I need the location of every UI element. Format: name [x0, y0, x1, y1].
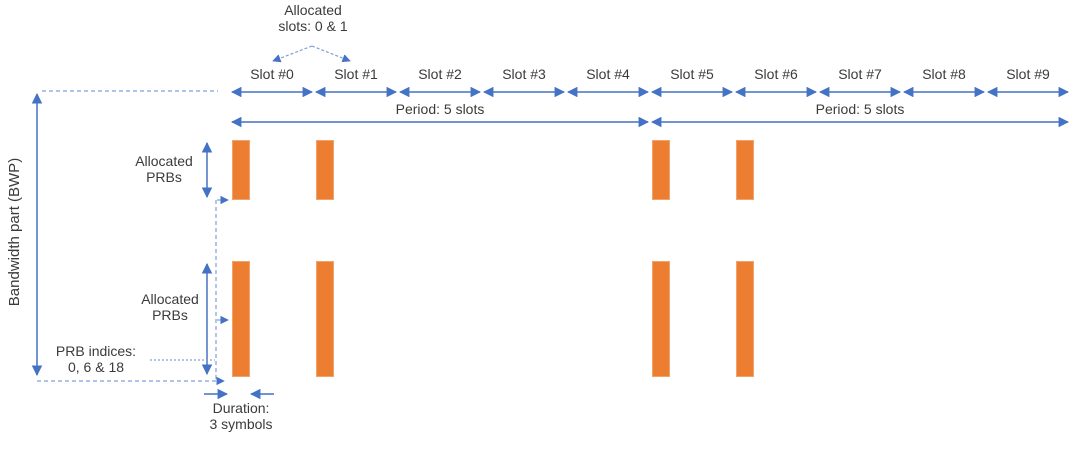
allocated-slot1-pointer — [311, 45, 351, 63]
prb-indices-label: PRB indices: 0, 6 & 18 — [55, 343, 137, 375]
bwp-axis-label: Bandwidth part (BWP) — [6, 157, 23, 307]
period-label-1: Period: 5 slots — [395, 101, 485, 117]
prb-bar-slot5-lower — [652, 261, 670, 377]
slot-label-9: Slot #9 — [1006, 66, 1050, 82]
prb-bar-slot6-upper — [736, 140, 754, 200]
slot-label-6: Slot #6 — [754, 66, 798, 82]
allocated-prbs-label-top: Allocated PRBs — [135, 153, 193, 185]
prb-bar-slot1-lower — [316, 261, 334, 377]
allocated-slot0-pointer — [272, 45, 313, 63]
slot-axis-arrows — [31, 86, 1070, 400]
allocated-prbs-label-bottom: Allocated PRBs — [141, 291, 199, 323]
slot-label-5: Slot #5 — [670, 66, 714, 82]
slot-label-8: Slot #8 — [922, 66, 966, 82]
period-label-2: Period: 5 slots — [815, 101, 905, 117]
prb-bar-slot1-upper — [316, 140, 334, 200]
slot-label-7: Slot #7 — [838, 66, 882, 82]
slot-label-2: Slot #2 — [418, 66, 462, 82]
dashed-guides — [37, 45, 351, 386]
duration-label: Duration: 3 symbols — [209, 400, 273, 432]
slot-label-4: Slot #4 — [586, 66, 630, 82]
allocated-slots-annotation: Allocated slots: 0 & 1 — [278, 2, 348, 34]
prb-bar-slot6-lower — [736, 261, 754, 377]
slot-label-0: Slot #0 — [250, 66, 294, 82]
prb-bar-slot5-upper — [652, 140, 670, 200]
prb-bar-slot0-lower — [232, 261, 250, 377]
prb-bar-slot0-upper — [232, 140, 250, 200]
slot-label-3: Slot #3 — [502, 66, 546, 82]
slot-label-1: Slot #1 — [334, 66, 378, 82]
